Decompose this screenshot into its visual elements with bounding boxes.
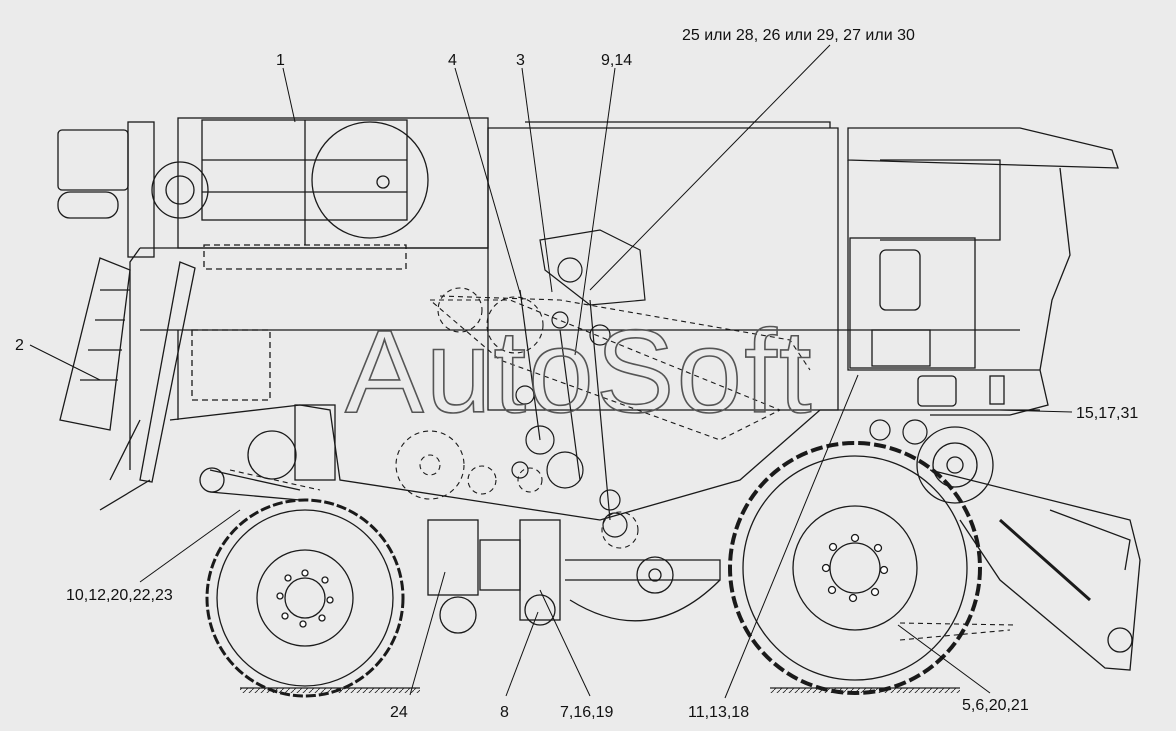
leader-lines <box>29 44 1073 699</box>
callout-5-6-20-21: 5,6,20,21 <box>962 697 1029 714</box>
machine-body <box>57 117 1141 671</box>
callout-9-14: 9,14 <box>601 52 632 69</box>
callout-11-13-18: 11,13,18 <box>688 704 749 721</box>
callout-2: 2 <box>15 337 24 354</box>
callout-3: 3 <box>516 52 525 69</box>
callout-24: 24 <box>390 704 408 721</box>
callout-15-17-31: 15,17,31 <box>1076 405 1138 422</box>
belt-drives <box>229 287 1016 641</box>
rear-wheel <box>205 498 405 698</box>
drive-mechanism <box>511 229 928 538</box>
callout-7-16-19: 7,16,19 <box>560 704 613 721</box>
callout-25-30: 25 или 28, 26 или 29, 27 или 30 <box>682 27 915 44</box>
callout-8: 8 <box>500 704 509 721</box>
callout-4: 4 <box>448 52 457 69</box>
callout-10-12-20-22-23: 10,12,20,22,23 <box>66 587 173 604</box>
watermark-text: AutoSoft <box>345 306 814 438</box>
front-wheel <box>728 426 994 695</box>
callout-1: 1 <box>276 52 285 69</box>
callout-labels: 1 2 3 4 9,14 25 или 28, 26 или 29, 27 ил… <box>15 27 1138 721</box>
